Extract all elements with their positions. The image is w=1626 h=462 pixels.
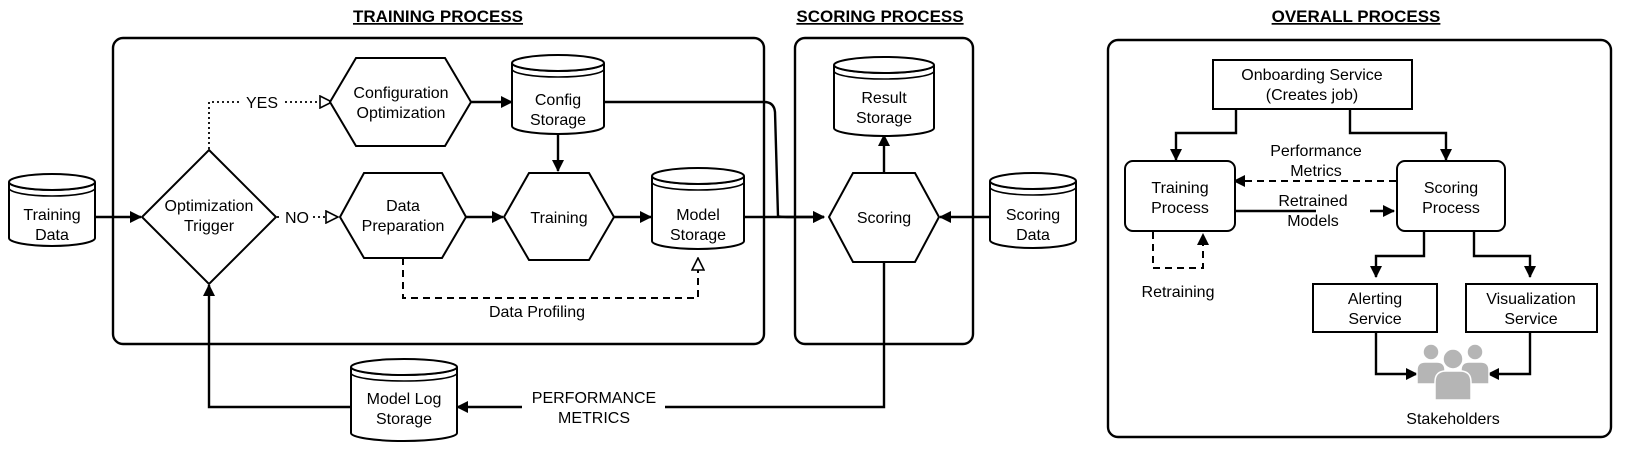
training-process-container bbox=[111, 36, 766, 346]
overall-process-container bbox=[1106, 38, 1613, 439]
connector-scoring-to-metrics bbox=[665, 262, 886, 409]
stakeholders-label: Stakeholders bbox=[1406, 411, 1499, 428]
connector-visualization-to-stakeholders bbox=[1487, 332, 1532, 380]
model-log-storage-store bbox=[350, 358, 458, 442]
header-overall-process: OVERALL PROCESS bbox=[1272, 7, 1441, 26]
onboarding-service-label: Onboarding Service(Creates job) bbox=[1241, 67, 1383, 104]
yes-label: YES bbox=[246, 95, 278, 112]
connector-scoring-to-visualization bbox=[1472, 232, 1536, 278]
header-training-process: TRAINING PROCESS bbox=[353, 7, 523, 26]
alerting-service-box bbox=[1312, 283, 1438, 333]
model-storage-store bbox=[651, 167, 745, 250]
onboarding-service-box bbox=[1212, 59, 1413, 110]
training-process-box bbox=[1124, 160, 1236, 232]
data-preparation-hexagon bbox=[338, 172, 468, 259]
training-data-store bbox=[8, 173, 96, 247]
stakeholders-icon bbox=[1416, 343, 1490, 401]
optimization-trigger-diamond bbox=[140, 148, 278, 286]
retraining-label: Retraining bbox=[1142, 284, 1215, 301]
configuration-optimization-hexagon bbox=[328, 57, 473, 147]
connector-model-log-to-trigger bbox=[203, 284, 350, 409]
training-label: Training bbox=[530, 210, 587, 227]
config-storage-store bbox=[511, 54, 605, 135]
result-storage-store bbox=[833, 56, 935, 137]
visualization-service-box bbox=[1465, 283, 1598, 333]
connector-alerting-to-stakeholders bbox=[1374, 332, 1418, 380]
connector-yes bbox=[208, 101, 240, 149]
scoring-label: Scoring bbox=[857, 210, 911, 227]
connector-data-profiling bbox=[402, 258, 698, 299]
scoring-process-box bbox=[1396, 160, 1506, 232]
no-label: NO bbox=[285, 210, 309, 227]
scoring-hexagon bbox=[827, 172, 941, 263]
scoring-data-store bbox=[989, 172, 1077, 249]
connector-retraining-loop bbox=[1152, 232, 1209, 269]
connector-scoring-to-alerting bbox=[1370, 232, 1426, 278]
connector-onboarding-to-training bbox=[1170, 109, 1238, 161]
data-profiling-label: Data Profiling bbox=[489, 304, 585, 321]
connector-onboarding-to-scoring bbox=[1348, 109, 1452, 161]
training-hexagon bbox=[502, 172, 616, 261]
header-scoring-process: SCORING PROCESS bbox=[796, 7, 963, 26]
